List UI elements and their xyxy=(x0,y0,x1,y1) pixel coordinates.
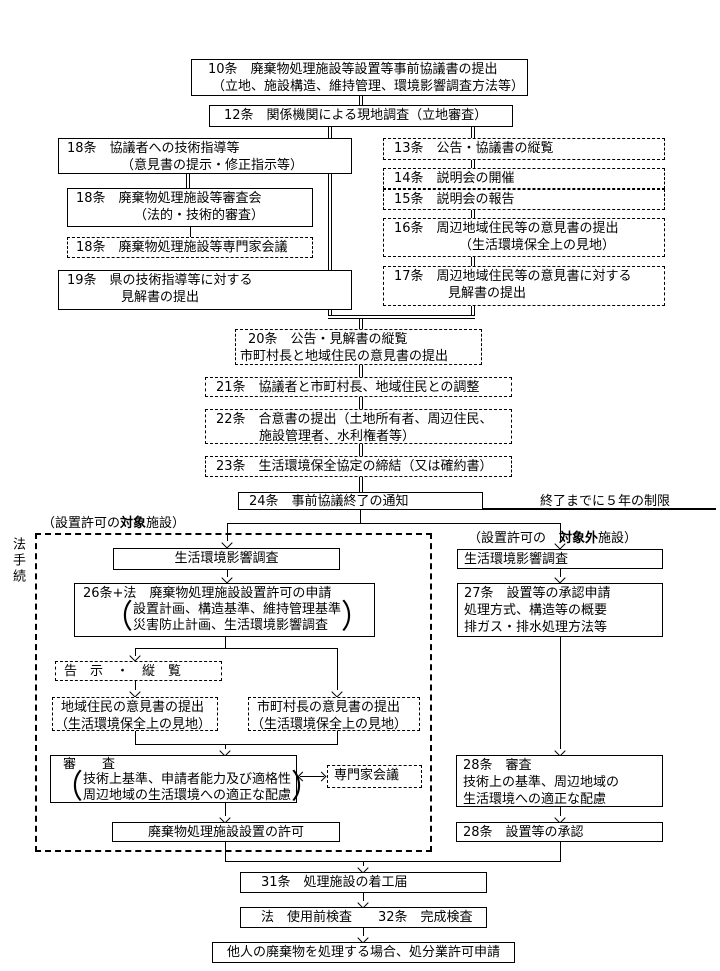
box-article-12: 12条 関係機関による現地調査（立地審査） xyxy=(209,105,513,127)
connector xyxy=(360,510,361,524)
connector xyxy=(359,477,363,492)
connector xyxy=(359,95,363,105)
connector xyxy=(471,257,475,266)
box-article-26-application: 26条+法 廃棄物処理施設設置許可の申請 （ 設置計画、構造基準、維持管理基準 … xyxy=(74,583,375,637)
connector xyxy=(328,127,332,138)
connector xyxy=(225,842,226,862)
box-public-notice-inspection: 告 示 ・ 縦 覧 xyxy=(55,661,222,681)
box-article-19: 19条 県の技術指導等に対する 見解書の提出 xyxy=(58,270,352,310)
box-article-21: 21条 協議者と市町村長、地域住民との調整 xyxy=(205,377,512,397)
legal-procedure-label: 法手続 xyxy=(10,537,25,585)
box-article-18-council: 18条 廃棄物処理施設等審査会 （法的・技術的審査） xyxy=(67,188,313,227)
connector xyxy=(225,861,561,862)
connector xyxy=(135,744,338,745)
connector xyxy=(328,310,332,317)
connector xyxy=(471,160,475,168)
box-article-28-approval: 28条 設置等の承認 xyxy=(456,822,663,842)
connector xyxy=(186,174,190,188)
target-facility-label: （設置許可の対象施設） xyxy=(42,516,186,531)
connector xyxy=(225,803,226,816)
box-article-17: 17条 周辺地域住民等の意見書に対する 見解書の提出 xyxy=(383,266,665,306)
box-article-31: 31条 処理施設の着工届 xyxy=(240,872,487,893)
connector xyxy=(560,523,561,542)
box-examination: 審 査 （ 技術上基準、申請者能力及び適格性 周辺地域の生活環境への適正な配慮 … xyxy=(50,755,321,807)
connector xyxy=(227,523,561,524)
connector xyxy=(225,744,226,749)
box-article-10: 10条 廃棄物処理施設等設置等事前協議書の提出 （立地、施設構造、維持管理、環境… xyxy=(191,59,528,96)
connector xyxy=(337,648,338,690)
box-pre-use-completion-inspection: 法 使用前検査 32条 完成検査 xyxy=(240,907,487,928)
box-article-20: 20条 公告・見解書の縦覧 市町村長と地域住民の意見書の提出 xyxy=(235,329,482,365)
box-residents-opinion: 地域住民の意見書の提出 （生活環境保全上の見地） xyxy=(52,697,218,732)
box-env-survey-right: 生活環境影響調査 xyxy=(457,549,663,569)
connector xyxy=(227,570,228,577)
connector xyxy=(337,731,338,745)
connector xyxy=(135,731,136,745)
connector xyxy=(359,397,363,409)
paren-close: ） xyxy=(341,598,372,637)
box-article-18-guidance: 18条 協議者への技術指導等 （意見書の提示・修正指示等） xyxy=(58,138,352,174)
connector xyxy=(225,637,226,649)
box-mayor-opinion: 市町村長の意見書の提出 （生活環境保全上の見地） xyxy=(248,697,420,732)
connector xyxy=(560,569,561,577)
box-article-13: 13条 公告・協議書の縦覧 xyxy=(383,138,665,160)
box-article-16: 16条 周辺地域住民等の意見書の提出 （生活環境保全上の見地） xyxy=(383,218,665,257)
box-article-24: 24条 事前協議終了の通知 xyxy=(238,492,483,510)
connector xyxy=(190,227,191,237)
connector xyxy=(471,306,475,317)
connector xyxy=(328,315,475,319)
box-article-22: 22条 合意書の提出（土地所有者、周辺住民、 施設管理者、水利権者等） xyxy=(205,409,512,444)
five-year-limit-label: 終了までに５年の制限 xyxy=(540,494,671,509)
box-expert-meeting: 専門家会議 xyxy=(327,765,422,788)
connector xyxy=(471,127,475,138)
box-article-15: 15条 説明会の報告 xyxy=(383,189,665,210)
connector xyxy=(471,210,475,218)
connector xyxy=(560,807,561,816)
connector xyxy=(560,637,561,749)
box-article-27-approval-application: 27条 設置等の承認申請 処理方式、構造等の概要 排ガス・排水処理方法等 xyxy=(457,583,663,637)
connector xyxy=(363,928,364,936)
connector xyxy=(328,174,332,270)
connector xyxy=(560,842,561,862)
connector xyxy=(135,681,136,690)
box-installation-permit: 廃棄物処理施設設置の許可 xyxy=(112,822,340,842)
five-year-limit-line xyxy=(482,508,716,510)
connector xyxy=(300,776,324,777)
box-article-14: 14条 説明会の開催 xyxy=(383,168,665,189)
box-article-23: 23条 生活環境保全協定の締結（又は確約書） xyxy=(205,456,512,477)
paren-open: （ xyxy=(103,598,133,637)
connector xyxy=(135,648,136,656)
paren-open: （ xyxy=(53,768,83,807)
licensed-facility-container xyxy=(35,533,432,852)
box-article-18-experts: 18条 廃棄物処理施設等専門家会議 xyxy=(67,237,313,258)
box-env-survey-left: 生活環境影響調査 xyxy=(113,548,340,570)
box-article-28-examination: 28条 審査 技術上の基準、周辺地域の 生活環境への適正な配慮 xyxy=(456,755,663,807)
box-disposal-business-license: 他人の廃棄物を処理する場合、処分業許可申請 xyxy=(212,942,515,963)
connector xyxy=(363,893,364,901)
connector xyxy=(359,444,363,456)
connector xyxy=(363,861,364,866)
non-target-facility-label: （設置許可の 対象外施設） xyxy=(468,531,638,546)
connector xyxy=(359,365,363,377)
connector xyxy=(135,648,338,649)
connector xyxy=(227,523,228,541)
arrow-down-icon xyxy=(554,572,566,584)
connector xyxy=(359,319,363,329)
